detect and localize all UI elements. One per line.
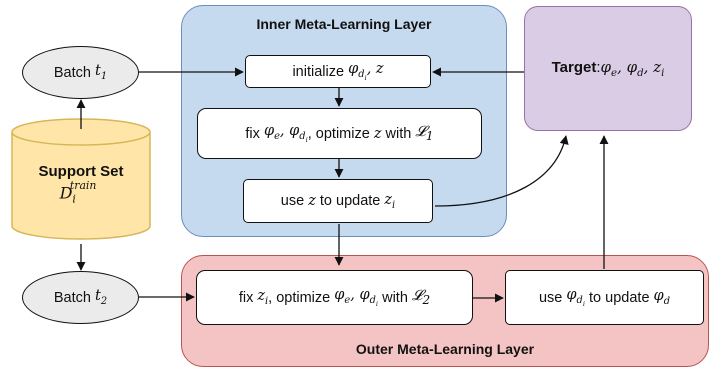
batch2-var: t2: [95, 288, 108, 307]
batch-t2: Batch t2: [22, 271, 139, 324]
support-set-label-group: Support Set Ditrain: [11, 163, 151, 206]
use-z-pre: use: [280, 193, 305, 209]
use-phi-expression2: φd: [653, 288, 671, 307]
arrow-use-to-target: [434, 135, 569, 207]
inner-layer-title: Inner Meta-Learning Layer: [256, 16, 432, 32]
fix-outer-var: zi: [257, 288, 269, 307]
initialize-expression: φdi, z: [348, 61, 384, 82]
use-phi-update-box: use φdi to update φd: [505, 270, 704, 325]
fix-inner-mid: , optimize: [307, 125, 370, 142]
batch2-label: Batch: [53, 289, 91, 306]
fix-outer-expression: φe, φdi: [334, 287, 379, 308]
batch1-var: t1: [95, 63, 108, 82]
batch-t1: Batch t1: [22, 46, 139, 99]
use-z-var2: zi: [384, 191, 396, 211]
target-label-group: Target:φe, φd, zi: [524, 58, 692, 79]
fix-optimize-z-box: fix φe, φdi, optimize z with 𝓛1: [197, 108, 482, 159]
fix-outer-loss: 𝓛2: [411, 288, 431, 307]
fix-outer-pre: fix: [238, 289, 254, 306]
use-phi-expression: φdi: [566, 287, 585, 308]
initialize-text: initialize: [292, 63, 345, 80]
use-z-var: z: [308, 193, 316, 209]
outer-layer-title: Outer Meta-Learning Layer: [355, 341, 535, 357]
fix-inner-expression: φe, φdi: [263, 123, 308, 144]
use-z-update-box: use z to update zi: [243, 179, 433, 223]
fix-inner-pre: fix: [245, 125, 260, 142]
support-set-expression: Ditrain: [59, 179, 97, 206]
use-phi-pre: use: [538, 289, 563, 306]
fix-inner-var: z: [373, 125, 382, 142]
fix-zi-optimize-box: fix zi, optimize φe, φdi with 𝓛2: [196, 270, 473, 325]
target-box: [524, 6, 692, 131]
fix-outer-mid: , optimize: [268, 289, 331, 306]
use-z-mid: to update: [319, 193, 381, 209]
support-set-label: Support Set: [38, 163, 124, 180]
initialize-box: initialize φdi, z: [245, 55, 431, 88]
target-label: Target: [551, 59, 597, 76]
support-set-cylinder: [11, 118, 151, 240]
batch1-label: Batch: [53, 64, 91, 81]
target-expression: φe, φd, zi: [600, 58, 665, 79]
target-sep: :: [596, 59, 601, 76]
fix-outer-with: with: [382, 289, 408, 306]
fix-inner-with: with: [385, 125, 412, 142]
fix-inner-loss: 𝓛1: [415, 124, 434, 143]
use-phi-mid: to update: [589, 289, 650, 306]
